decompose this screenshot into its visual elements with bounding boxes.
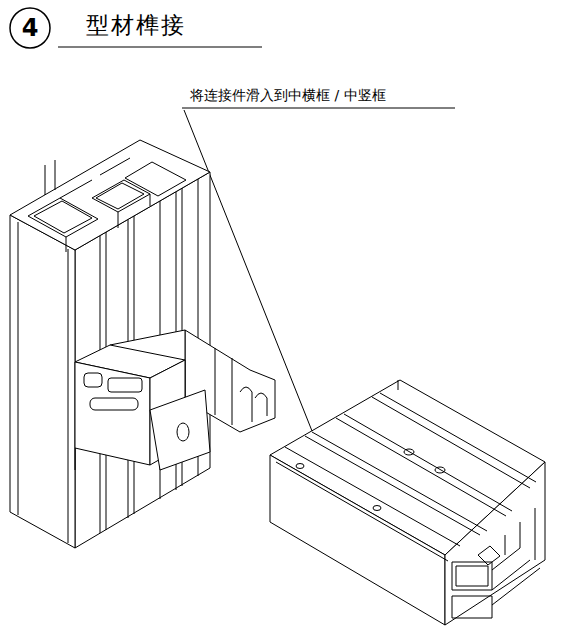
horizontal-profile <box>270 380 545 625</box>
title-underline <box>58 46 262 47</box>
connector-details <box>75 348 267 470</box>
callout-underline <box>182 108 455 109</box>
vertical-profile-grooves <box>18 158 198 543</box>
vertical-profile <box>10 140 210 548</box>
number-circle <box>10 8 50 48</box>
callout-number: 4 <box>22 15 39 41</box>
title: 型材榫接 <box>86 13 186 38</box>
connector-piece <box>75 330 275 470</box>
horizontal-profile-grooves <box>276 380 540 618</box>
callout-label: 将连接件滑入到中横框 / 中竖框 <box>190 88 386 103</box>
